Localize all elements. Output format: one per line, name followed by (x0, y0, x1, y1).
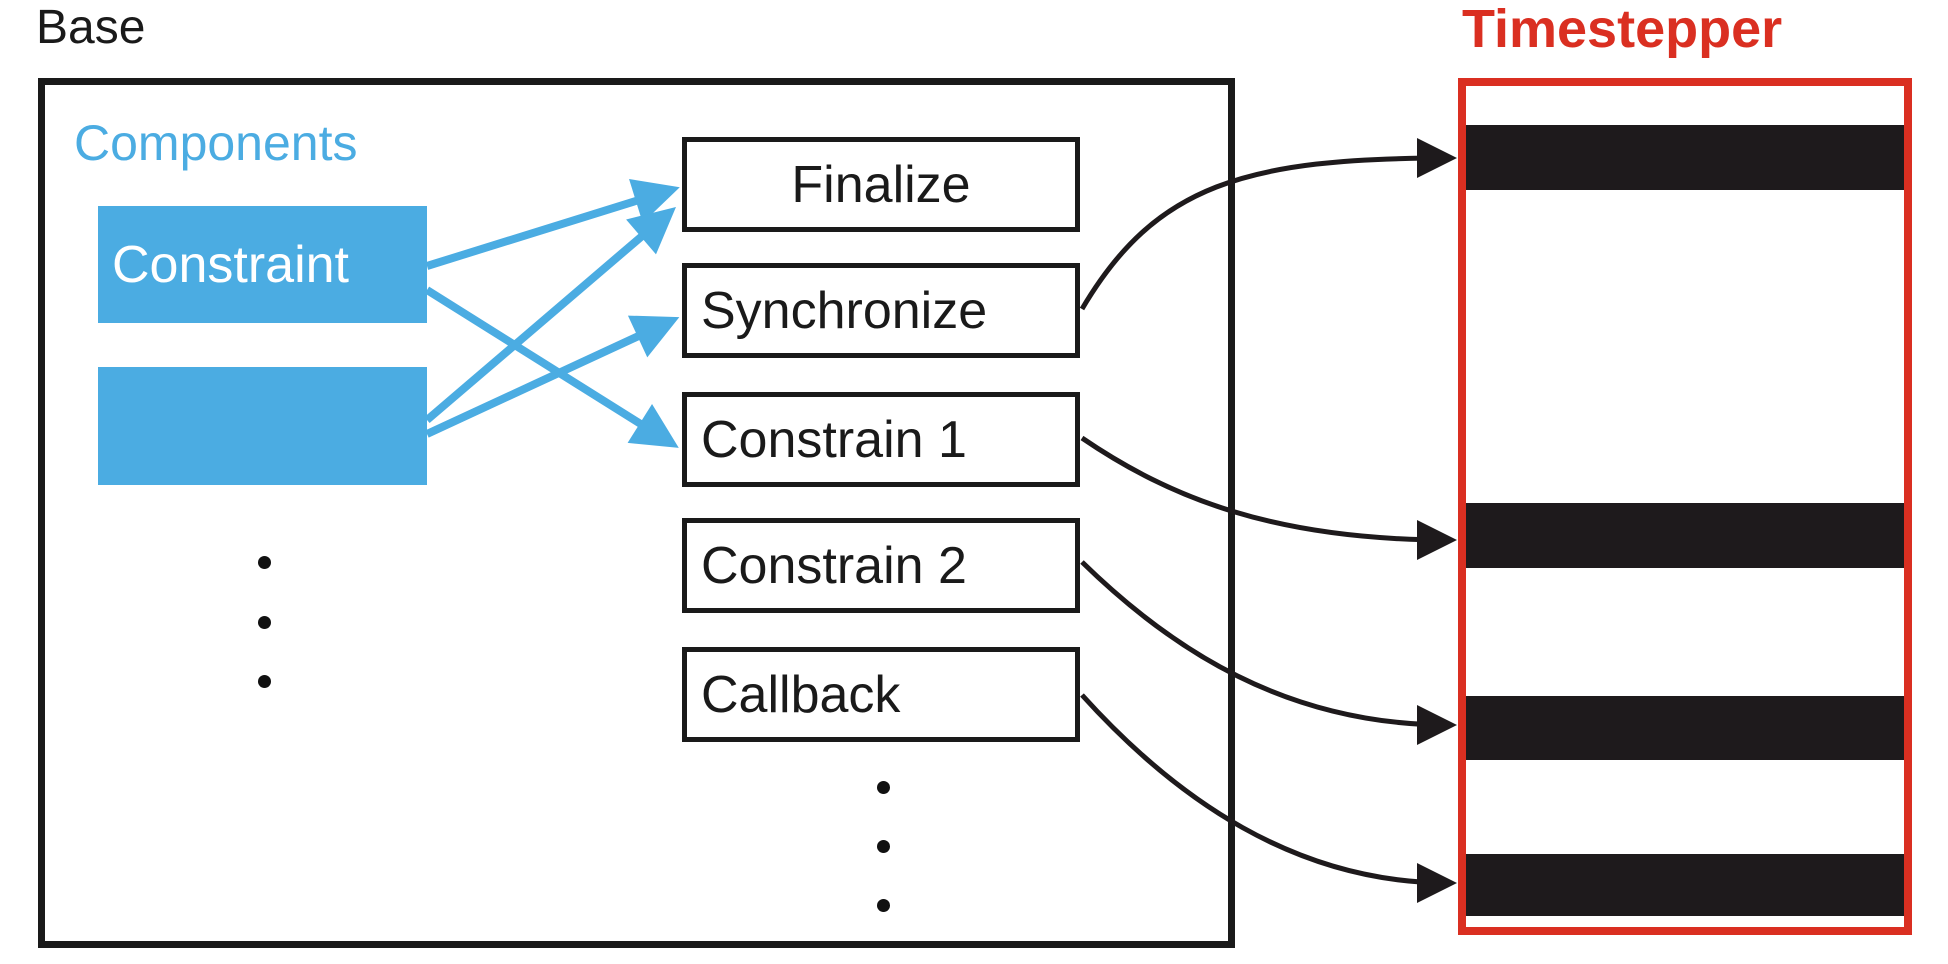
ellipsis-dot (877, 899, 890, 912)
method-box-callback: Callback (682, 647, 1080, 742)
method-box-constrain-2: Constrain 2 (682, 518, 1080, 613)
method-synchronize-label: Synchronize (701, 281, 988, 340)
component-box-unnamed (98, 367, 427, 485)
timestepper-slot-2 (1466, 503, 1904, 568)
method-finalize-label: Finalize (791, 155, 971, 214)
components-title: Components (74, 115, 358, 171)
ellipsis-dot (877, 781, 890, 794)
timestepper-slot-1 (1466, 125, 1904, 190)
method-constrain-2-label: Constrain 2 (701, 536, 967, 595)
timestepper-container-box (1458, 78, 1912, 935)
components-vertical-ellipsis (258, 556, 271, 688)
timestepper-slot-4 (1466, 854, 1904, 916)
timestepper-title: Timestepper (1462, 0, 1783, 59)
ellipsis-dot (258, 675, 271, 688)
method-callback-label: Callback (701, 665, 901, 724)
ellipsis-dot (258, 615, 271, 629)
ellipsis-dot (258, 556, 271, 569)
method-box-finalize: Finalize (682, 137, 1080, 232)
component-box-constraint: Constraint (98, 206, 427, 323)
method-box-constrain-1: Constrain 1 (682, 392, 1080, 487)
method-constrain-1-label: Constrain 1 (701, 410, 967, 469)
component-constraint-label: Constraint (112, 235, 349, 294)
ellipsis-dot (877, 840, 890, 853)
methods-vertical-ellipsis (877, 781, 890, 912)
base-title: Base (36, 1, 146, 54)
timestepper-slot-3 (1466, 696, 1904, 760)
method-box-synchronize: Synchronize (682, 263, 1080, 358)
